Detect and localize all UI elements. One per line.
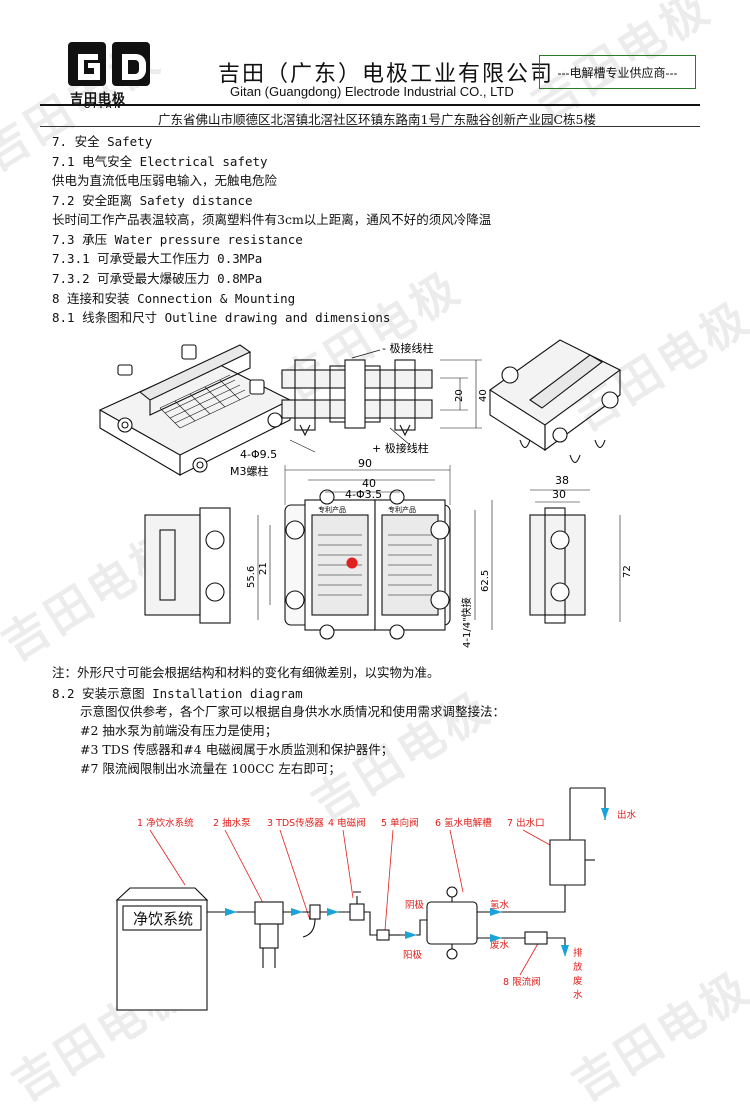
section-body: 长时间工作产品表温较高，须离塑料件有3cm以上距离，通风不好的须风冷降温 [52,212,492,227]
flow-arrow [490,934,502,942]
discharge-label: 废 [573,975,583,987]
dim-72: 72 [622,565,633,578]
section-heading: 7.1 电气安全 Electrical safety [52,154,268,169]
flow-arrow [225,908,237,916]
system-box-label: 净饮系统 [133,910,193,928]
patent-plate: 专利产品 [318,505,346,514]
right-side-view [529,489,621,624]
top-view [257,465,493,640]
label-3: 3 TDS传感器 [267,817,324,829]
system-box [116,899,208,1011]
discharge-label: 排 [573,947,583,959]
supplier-badge: ---电解槽专业供应商--- [539,55,696,89]
label-7: 7 出水口 [507,817,545,829]
dim-90: 90 [358,457,372,470]
dimension-note: 注：外形尺寸可能会根据结构和材料的变化有细微差别，以实物为准。 [52,665,440,680]
solenoid-valve-icon [349,903,365,921]
dim-40-side: 40 [478,389,489,402]
label-8: 8 限流阀 [503,976,541,988]
dim-20: 20 [454,389,465,402]
flow-arrow [601,808,609,820]
label-4: 4 电磁阀 [328,817,366,829]
flow-arrow [490,908,502,916]
pos-post-label: + 极接线柱 [372,441,429,455]
pump-icon [254,901,284,925]
outlet-label: 出水 [617,809,637,821]
label-5: 5 单向阀 [381,817,419,829]
section-body: 7.3.1 可承受最大工作压力 0.3MPa [52,251,263,266]
section-heading: 7. 安全 Safety [52,134,153,149]
company-address: 广东省佛山市顺德区北滘镇北滘社区环镇东路南1号广东融谷创新产业园C栋5楼 [158,112,596,127]
holes-small-label: 4-Φ3.5 [345,488,382,501]
dim-40-top: 40 [362,477,376,490]
dim-30: 30 [552,488,566,501]
label-2: 2 抽水泵 [213,817,251,829]
install-note: #3 TDS 传感器和#4 电磁阀属于水质监测和保护器件； [80,742,394,757]
company-name-en: Gitan (Guangdong) Electrode Industrial C… [230,84,514,99]
flow-arrow [291,908,303,916]
dim-21: 21 [258,562,269,575]
system-box [115,887,209,901]
label-1: 1 净饮水系统 [137,817,194,829]
waste-label: 废水 [490,939,510,951]
section-body: 7.3.2 可承受最大爆破压力 0.8MPa [52,271,263,286]
anode-label: 阳极 [403,949,423,961]
flow-limit-valve-icon [524,931,548,945]
install-note: #2 抽水泵为前端没有压力是使用； [80,723,278,738]
section-heading: 8 连接和安装 Connection & Mounting [52,291,296,306]
flow-arrow [561,945,569,957]
outline-drawing: - 极接线柱 + 极接线柱 20 40 4-Φ9.5 M3螺柱 90 40 4-… [98,339,633,648]
discharge-label: 水 [573,989,583,1001]
dim-55-6: 55.6 [246,566,257,588]
section-heading: 7.3 承压 Water pressure resistance [52,232,303,247]
patent-plate: 专利产品 [388,505,416,514]
discharge-label: 放 [573,961,583,973]
tds-sensor-icon [309,904,321,920]
logo-cn-text: 吉田电极 [70,92,127,107]
installation-diagram: 1 净饮水系统 2 抽水泵 3 TDS传感器 4 电磁阀 5 单向阀 6 氢水电… [115,787,637,1011]
header-divider-bottom [40,126,700,127]
company-name-cn: 吉田（广东）电极工业有限公司 [218,62,555,87]
section-heading: 8.1 线条图和尺寸 Outline drawing and dimension… [52,310,391,325]
section-body: 供电为直流低电压弱电输入，无触电危险 [52,173,278,188]
left-side-view [144,507,231,624]
install-note: 示意图仅供参考，各个厂家可以根据自身供水水质情况和使用需求调整接法： [80,704,506,719]
install-note: #7 限流阀限制出水流量在 100CC 左右即可； [80,761,341,776]
neg-post-label: - 极接线柱 [382,341,433,355]
dim-38: 38 [555,474,569,487]
company-logo: 吉田电极 GITAN [62,38,158,110]
isometric-view-right [489,339,622,464]
quick-connect-label: 4-1/4"快接 [460,597,473,648]
dim-62-5: 62.5 [480,570,491,592]
holes-label: 4-Φ9.5 [240,448,277,461]
section-heading: 7.2 安全距离 Safety distance [52,193,253,208]
flow-arrow [405,931,417,939]
check-valve-icon [376,929,390,941]
header-divider [40,104,700,106]
h2-water-label: 氢水 [490,899,510,911]
flow-arrow [327,908,339,916]
outlet-tap-icon [549,839,586,886]
m3-label: M3螺柱 [230,464,269,478]
label-6: 6 氢水电解槽 [435,817,492,829]
cathode-label: 阴极 [405,899,425,911]
front-view [281,349,482,453]
electrolyzer-icon [426,901,478,945]
section-heading: 8.2 安装示意图 Installation diagram [52,686,303,701]
